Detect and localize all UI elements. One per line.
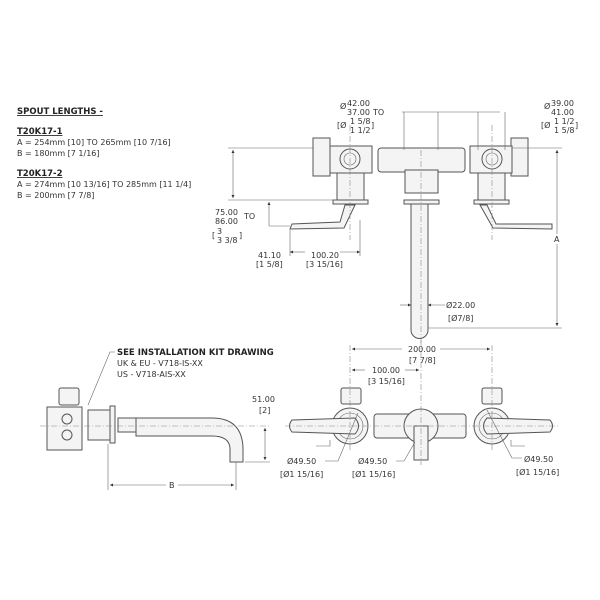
svg-text:Ø22.00: Ø22.00 xyxy=(446,300,475,310)
svg-text:Ø: Ø xyxy=(544,101,550,111)
svg-text:[3 15/16]: [3 15/16] xyxy=(368,377,405,386)
right-lever xyxy=(479,204,553,230)
left-lever xyxy=(289,204,356,230)
svg-text:[Ø: [Ø xyxy=(541,120,550,130)
svg-text:[Ø1 15/16]: [Ø1 15/16] xyxy=(280,469,323,479)
svg-text:100.00: 100.00 xyxy=(372,366,400,375)
top-view: Ø 42.00 37.00 [Ø 1 5/8 1 1/2 ] TO Ø 39.0… xyxy=(212,99,578,345)
svg-text:[Ø1 15/16]: [Ø1 15/16] xyxy=(352,469,395,479)
spout-body xyxy=(404,169,439,194)
side-spout xyxy=(135,417,244,463)
svg-text:Ø49.50: Ø49.50 xyxy=(358,456,387,466)
model-2-a: A = 274mm [10 13/16] TO 285mm [11 1/4] xyxy=(17,180,191,189)
to-label: TO xyxy=(372,108,384,117)
cross-body xyxy=(377,147,466,173)
svg-text:1 5/8: 1 5/8 xyxy=(350,117,371,126)
svg-text:[Ø: [Ø xyxy=(337,120,346,130)
svg-text:41.00: 41.00 xyxy=(551,108,574,117)
install-note-title: SEE INSTALLATION KIT DRAWING xyxy=(117,348,274,358)
svg-text:1 5/8: 1 5/8 xyxy=(554,126,575,135)
right-stem xyxy=(477,172,506,201)
svg-text:[3 15/16]: [3 15/16] xyxy=(306,260,343,269)
svg-text:[7 7/8]: [7 7/8] xyxy=(409,356,436,365)
svg-text:39.00: 39.00 xyxy=(551,99,574,108)
svg-text:37.00: 37.00 xyxy=(347,108,370,117)
svg-text:3: 3 xyxy=(217,227,222,236)
svg-text:100.20: 100.20 xyxy=(311,251,339,260)
side-valve-block xyxy=(46,406,83,451)
model-1-name: T20K17-1 xyxy=(17,127,63,137)
front-view: 200.00 [7 7/8] 100.00 [3 15/16] Ø49.50 [… xyxy=(280,340,560,479)
svg-text:[: [ xyxy=(212,231,215,240)
svg-text:UK & EU - V718-IS-XX: UK & EU - V718-IS-XX xyxy=(117,359,203,368)
svg-text:51.00: 51.00 xyxy=(252,395,275,404)
svg-text:[Ø7/8]: [Ø7/8] xyxy=(448,313,473,323)
svg-text:86.00: 86.00 xyxy=(215,217,238,226)
model-2-b: B = 200mm [7 7/8] xyxy=(17,191,94,200)
dim-b-label: B xyxy=(169,481,175,490)
side-view: SEE INSTALLATION KIT DRAWING UK & EU - V… xyxy=(40,348,275,490)
model-1-b: B = 180mm [7 1/16] xyxy=(17,149,100,158)
right-backplate xyxy=(510,137,529,177)
svg-text:Ø49.50: Ø49.50 xyxy=(524,454,553,464)
model-2-name: T20K17-2 xyxy=(17,169,63,179)
left-stem xyxy=(336,172,365,201)
dim-a-label: A xyxy=(554,235,560,244)
svg-text:TO: TO xyxy=(243,212,255,221)
svg-text:]: ] xyxy=(371,121,374,130)
svg-text:Ø49.50: Ø49.50 xyxy=(287,456,316,466)
spout-lengths-notes: SPOUT LENGTHS - T20K17-1 A = 254mm [10] … xyxy=(17,107,191,200)
svg-text:41.10: 41.10 xyxy=(258,251,281,260)
svg-text:]: ] xyxy=(575,121,578,130)
svg-text:1 1/2: 1 1/2 xyxy=(350,126,371,135)
left-backplate xyxy=(312,137,331,177)
model-1-a: A = 254mm [10] TO 265mm [10 7/16] xyxy=(17,138,171,147)
svg-text:[1 5/8]: [1 5/8] xyxy=(256,260,283,269)
svg-text:[2]: [2] xyxy=(259,406,270,415)
svg-text:3 3/8: 3 3/8 xyxy=(217,236,238,245)
svg-text:42.00: 42.00 xyxy=(347,99,370,108)
svg-text:[Ø1 15/16]: [Ø1 15/16] xyxy=(516,467,559,477)
svg-text:75.00: 75.00 xyxy=(215,208,238,217)
notes-heading: SPOUT LENGTHS - xyxy=(17,107,103,117)
svg-text:]: ] xyxy=(239,231,242,240)
left-dia-symbol: Ø xyxy=(340,101,346,111)
svg-text:1 1/2: 1 1/2 xyxy=(554,117,575,126)
svg-text:US - V718-AIS-XX: US - V718-AIS-XX xyxy=(117,370,186,379)
svg-text:200.00: 200.00 xyxy=(408,345,436,354)
spout-tube xyxy=(410,203,429,339)
